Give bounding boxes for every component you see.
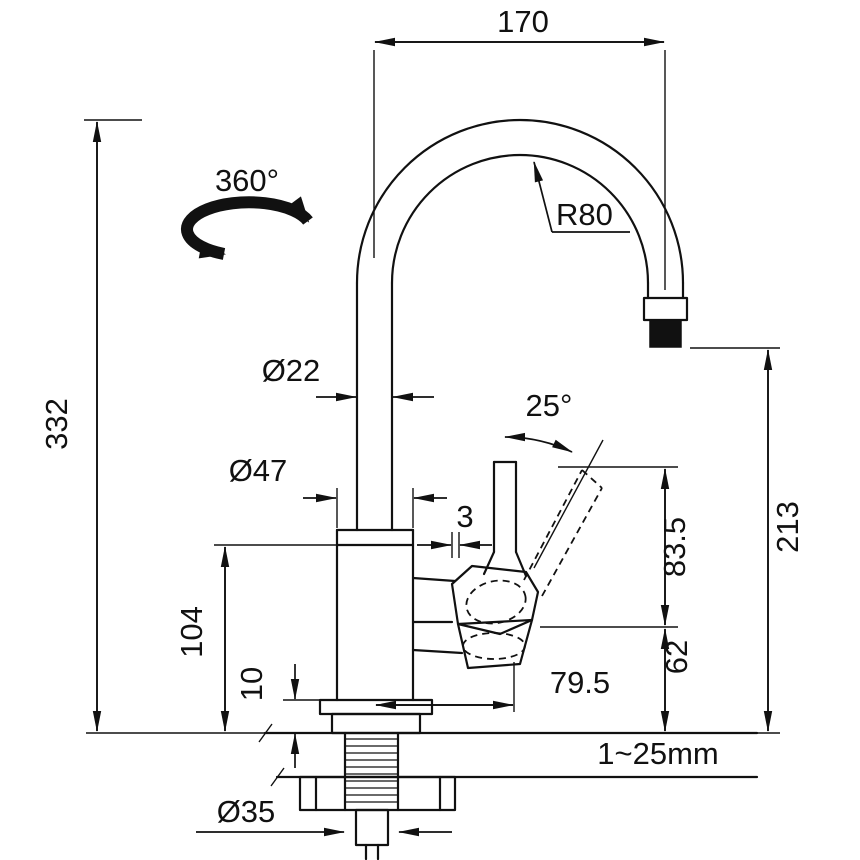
body-height-label: 104 — [174, 606, 209, 658]
dim-handle-tilt-angle: 25° — [504, 388, 573, 453]
gooseneck-spout-outline — [355, 118, 689, 532]
dim-body-height: 104 — [174, 544, 337, 732]
dim-body-diameter: Ø47 — [229, 453, 447, 528]
spout-tube-diameter-label: Ø22 — [262, 353, 321, 388]
handle-tilted-position-dashed — [523, 439, 604, 597]
dim-spout-radius: R80 — [533, 161, 630, 233]
spout-reach-label: 170 — [497, 4, 549, 39]
dim-spout-reach: 170 — [373, 4, 666, 290]
outlet-height-label: 213 — [770, 501, 805, 553]
swivel-rotation-symbol: 360° — [181, 163, 313, 260]
faucet-body-outline — [318, 528, 464, 735]
dim-handle-clearance: 3 — [417, 499, 492, 558]
handle-to-hub-height-label: 83.5 — [657, 517, 692, 577]
dim-total-height: 332 — [39, 119, 265, 734]
body-diameter-label: Ø47 — [229, 453, 288, 488]
dim-handle-reach: 79.5 — [375, 662, 610, 712]
dim-outlet-height: 213 — [690, 347, 805, 734]
hub-height-label: 62 — [659, 640, 694, 674]
dim-shank-diameter: Ø35 — [196, 794, 452, 837]
spout-radius-label: R80 — [556, 197, 613, 232]
dim-handle-to-hub-height: 83.5 — [540, 466, 692, 628]
base-height-label: 10 — [234, 667, 269, 701]
dim-deck-thickness: 1~25mm — [597, 736, 718, 771]
handle-reach-label: 79.5 — [550, 665, 610, 700]
handle-clearance-label: 3 — [456, 499, 473, 534]
swivel-angle-label: 360° — [215, 163, 279, 198]
total-height-label: 332 — [39, 398, 74, 450]
dim-base-height: 10 — [234, 664, 320, 768]
handle-lever-outline — [450, 460, 540, 670]
shank-diameter-label: Ø35 — [217, 794, 276, 829]
handle-tilt-angle-label: 25° — [526, 388, 573, 423]
dim-spout-tube-diameter: Ø22 — [262, 353, 434, 402]
deck-thickness-label: 1~25mm — [597, 736, 718, 771]
threaded-shank-threads — [346, 738, 397, 803]
mounting-hardware-outline — [258, 723, 759, 860]
dim-hub-height: 62 — [659, 628, 694, 732]
